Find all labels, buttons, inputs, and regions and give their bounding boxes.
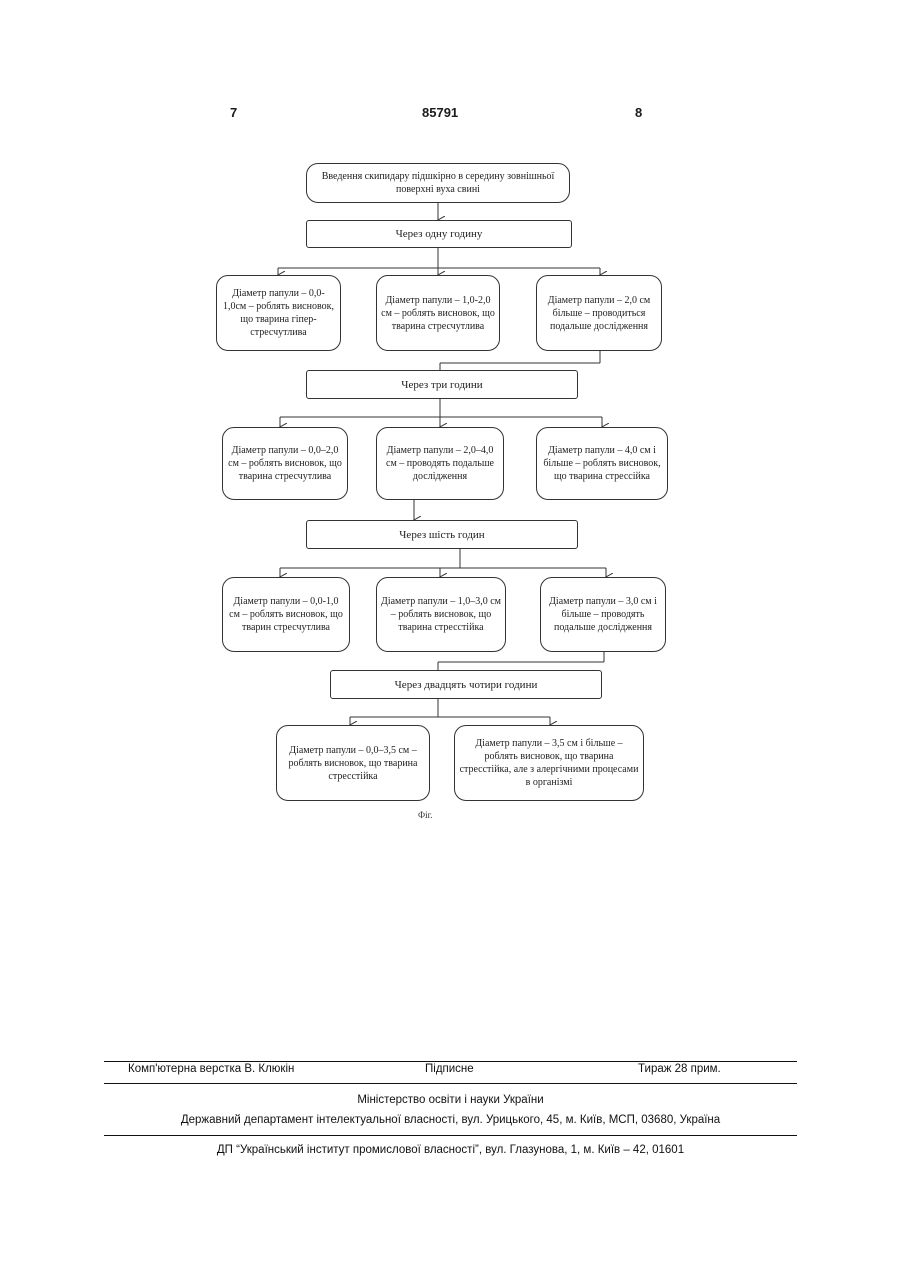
step3-result-2: Діаметр папули – 1,0–3,0 см – роблять ви… bbox=[376, 577, 506, 652]
step1-result-1: Діаметр папули – 0,0-1,0см – роблять вис… bbox=[216, 275, 341, 351]
figure-caption: Фіг. bbox=[418, 810, 433, 820]
flowchart-figure: Введення скипидару підшкірно в середину … bbox=[210, 155, 670, 825]
step2-label: Через три години bbox=[306, 370, 578, 399]
footer-institute: ДП “Український інститут промислової вла… bbox=[104, 1144, 797, 1156]
step4-result-2: Діаметр папули – 3,5 см і більше – робля… bbox=[454, 725, 644, 801]
step2-result-2: Діаметр папули – 2,0–4,0 см – проводять … bbox=[376, 427, 504, 500]
step4-label: Через двадцять чотири години bbox=[330, 670, 602, 699]
footer-rule-middle bbox=[104, 1083, 797, 1084]
footer-department: Державний департамент інтелектуальної вл… bbox=[104, 1114, 797, 1126]
footer-ministry: Міністерство освіти і науки України bbox=[104, 1094, 797, 1106]
document-number: 85791 bbox=[422, 105, 458, 120]
step1-result-3: Діаметр папули – 2,0 см більше – проводи… bbox=[536, 275, 662, 351]
page-number-left: 7 bbox=[230, 105, 237, 120]
step3-result-3: Діаметр папули – 3,0 см і більше – прово… bbox=[540, 577, 666, 652]
footer-signed: Підписне bbox=[425, 1063, 474, 1075]
footer-layout-credit: Комп'ютерна верстка В. Клюкін bbox=[128, 1063, 294, 1075]
footer-rule-top bbox=[104, 1061, 797, 1062]
step3-result-1: Діаметр папули – 0,0-1,0 см – роблять ви… bbox=[222, 577, 350, 652]
footer-circulation: Тираж 28 прим. bbox=[638, 1063, 721, 1075]
step1-label: Через одну годину bbox=[306, 220, 572, 248]
start-node: Введення скипидару підшкірно в середину … bbox=[306, 163, 570, 203]
page-number-right: 8 bbox=[635, 105, 642, 120]
step2-result-1: Діаметр папули – 0,0–2,0 см – роблять ви… bbox=[222, 427, 348, 500]
step2-result-3: Діаметр папули – 4,0 см і більше – робля… bbox=[536, 427, 668, 500]
step1-result-2: Діаметр папули – 1,0-2,0 см – роблять ви… bbox=[376, 275, 500, 351]
step4-result-1: Діаметр папули – 0,0–3,5 см – роблять ви… bbox=[276, 725, 430, 801]
step3-label: Через шість годин bbox=[306, 520, 578, 549]
footer-rule-bottom bbox=[104, 1135, 797, 1136]
